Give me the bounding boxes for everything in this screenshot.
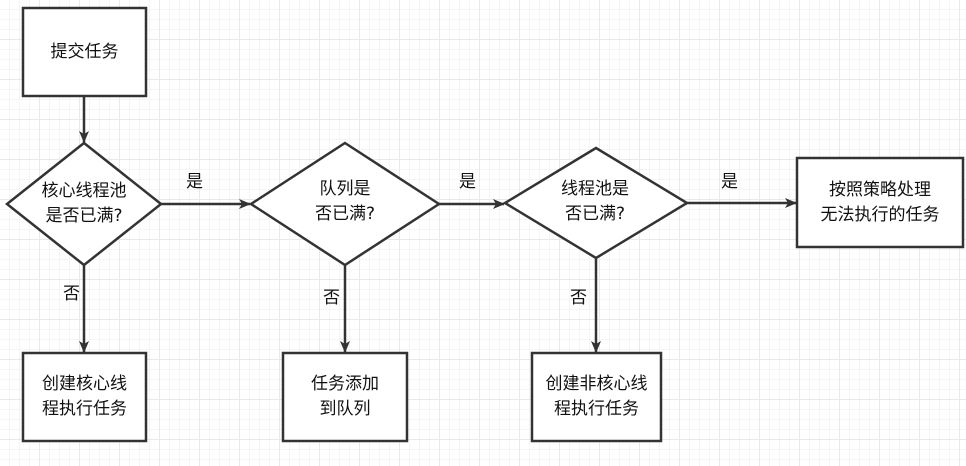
create-noncore-box[interactable] <box>530 351 663 443</box>
pool-full-label: 线程池是 否已满? <box>561 179 629 224</box>
edge-label-core-yes: 是 <box>186 172 203 192</box>
edge-label-queue-no: 否 <box>323 288 340 308</box>
edge-label-pool-yes: 是 <box>721 172 738 192</box>
add-queue-box[interactable] <box>281 351 409 443</box>
edge-label-pool-no: 否 <box>570 288 587 308</box>
submit-box[interactable] <box>21 6 148 98</box>
create-core-box[interactable] <box>21 351 148 443</box>
submit-label: 提交任务 <box>50 41 119 62</box>
create-core-label: 创建核心线 程执行任务 <box>42 374 127 419</box>
create-noncore-label: 创建非核心线 程执行任务 <box>545 374 648 419</box>
core-full-label: 核心线程池 是否已满? <box>41 181 127 226</box>
add-queue-label: 任务添加 到队列 <box>311 374 379 419</box>
edge-label-queue-yes: 是 <box>459 172 476 192</box>
edge-label-core-no: 否 <box>63 284 80 304</box>
reject-box[interactable] <box>795 156 965 249</box>
reject-label: 按照策略处理 无法执行的任务 <box>820 179 940 225</box>
queue-full-label: 队列是 否已满? <box>314 179 376 224</box>
